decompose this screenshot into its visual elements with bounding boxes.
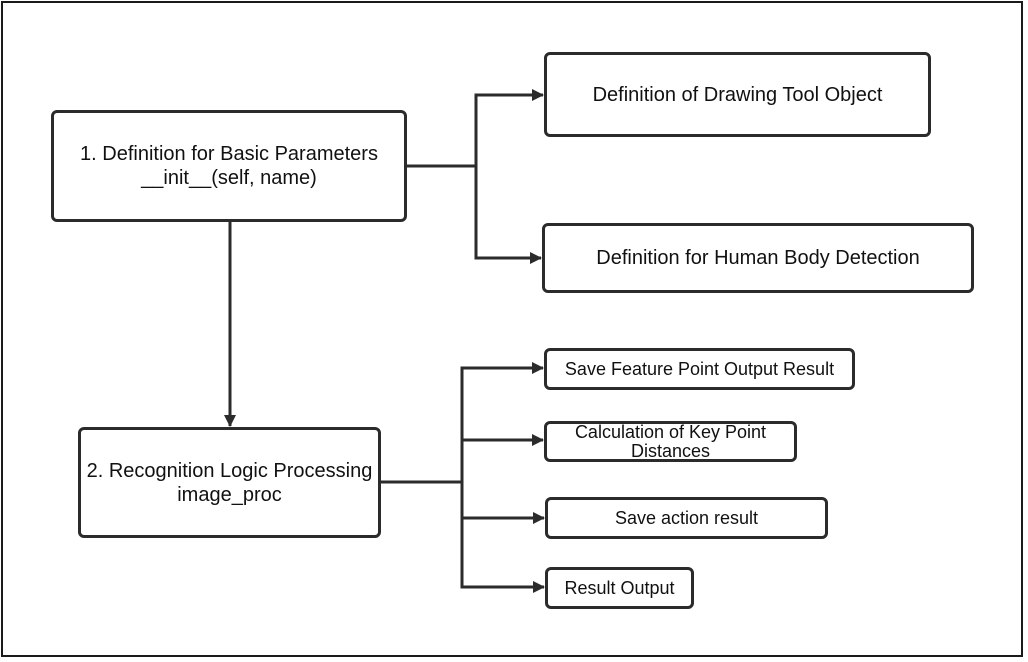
node-key-point-distances-line2: Distances (630, 440, 711, 461)
edge-recognition-to-result-output (460, 518, 545, 593)
edge-recognition-to-save-feature (380, 362, 544, 484)
node-recognition-logic-title: 2. Recognition Logic Processing (86, 459, 373, 482)
node-drawing-tool: Definition of Drawing Tool Object (544, 52, 931, 137)
node-save-action-result-label: Save action result (614, 507, 759, 528)
node-save-action-result: Save action result (545, 497, 828, 539)
node-key-point-distances-line1: Calculation of Key Point (574, 421, 767, 442)
node-recognition-logic: 2. Recognition Logic Processing image_pr… (78, 427, 381, 538)
node-save-feature-point: Save Feature Point Output Result (544, 348, 855, 390)
edge-basic-to-drawing-tool (406, 89, 544, 168)
node-drawing-tool-label: Definition of Drawing Tool Object (592, 83, 883, 106)
node-human-body-detection: Definition for Human Body Detection (542, 223, 974, 293)
node-result-output: Result Output (545, 567, 694, 609)
node-basic-parameters: 1. Definition for Basic Parameters __ini… (51, 110, 407, 222)
edge-recognition-to-save-action (460, 440, 545, 524)
node-basic-parameters-signature: __init__(self, name) (141, 167, 317, 189)
node-result-output-label: Result Output (564, 577, 675, 598)
node-human-body-detection-label: Definition for Human Body Detection (596, 247, 920, 269)
node-key-point-distances: Calculation of Key Point Distances (544, 421, 797, 462)
node-basic-parameters-title: 1. Definition for Basic Parameters (80, 143, 378, 165)
node-save-feature-point-label: Save Feature Point Output Result (564, 358, 835, 379)
edge-basic-to-human-body (474, 166, 542, 264)
node-recognition-logic-function: image_proc (177, 483, 282, 506)
